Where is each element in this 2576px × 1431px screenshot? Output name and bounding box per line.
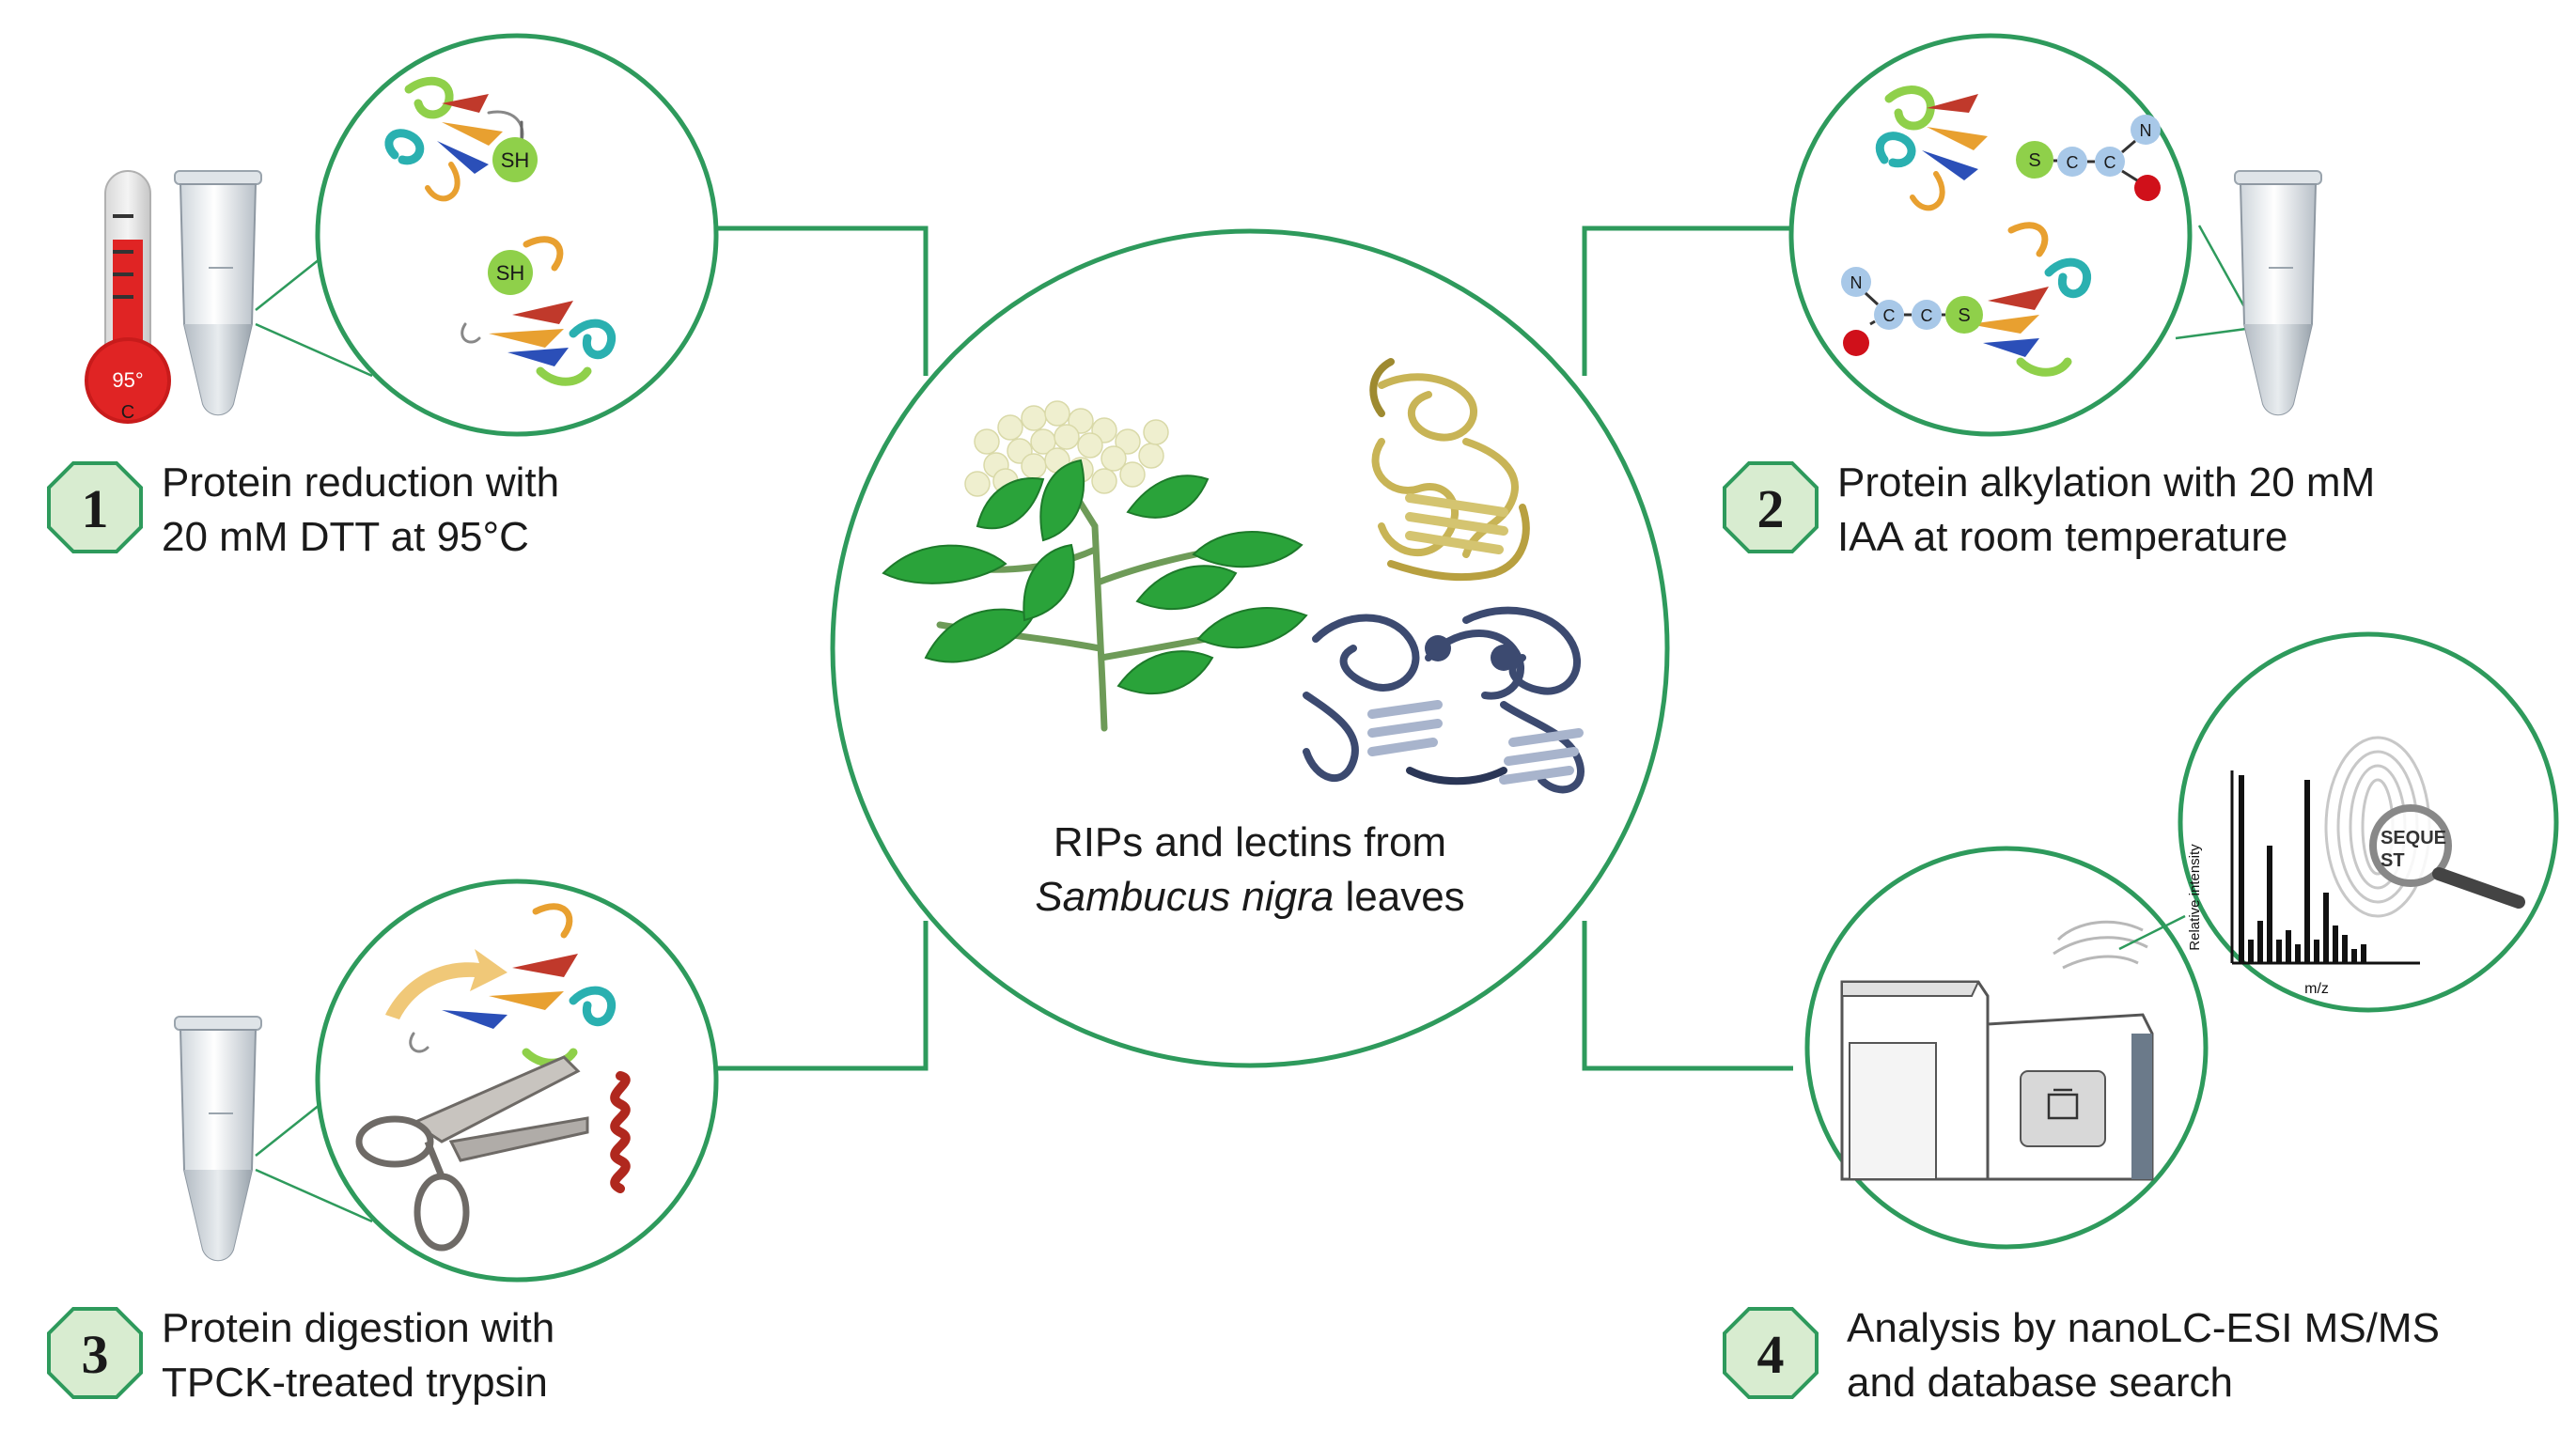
- atom-label: C: [2067, 153, 2079, 172]
- step1-protein-top: [384, 76, 524, 202]
- spectrum-zoom-circle: [2178, 631, 2559, 1013]
- atom-label: N: [1850, 273, 1863, 292]
- step2-protein-bottom: [1969, 222, 2092, 377]
- step1-label-line2: 20 mM DTT at 95°C: [162, 514, 529, 560]
- center-caption-line2: Sambucus nigra leaves: [996, 870, 1504, 925]
- peptide-fragment: [610, 1071, 631, 1193]
- step4-label-line1: Analysis by nanoLC-ESI MS/MS: [1847, 1305, 2440, 1351]
- magnifier-text: ST: [2381, 850, 2405, 871]
- connector-lines: [716, 226, 1793, 1071]
- leaf: [1135, 565, 1238, 610]
- eppendorf-tube-step2: [2234, 170, 2322, 416]
- atom-label: N: [2140, 121, 2152, 140]
- rip-protein-structure: [1369, 358, 1530, 582]
- sh-label-bottom: SH: [496, 261, 525, 285]
- atom-label: C: [1921, 306, 1933, 325]
- connector-step1: [716, 226, 929, 376]
- sh-label-top: SH: [501, 148, 530, 172]
- step2-protein-top: [1875, 86, 1988, 211]
- thermometer-unit: C: [121, 402, 134, 423]
- atom-label: C: [1883, 306, 1896, 325]
- leaf: [976, 477, 1045, 530]
- step3-label-line1: Protein digestion with: [162, 1305, 555, 1351]
- zoom-lines-step4: [2118, 914, 2186, 951]
- sh-group-top: [492, 137, 538, 182]
- instrument-logo-icon: [2047, 1088, 2079, 1120]
- step1-label-line1: Protein reduction with: [162, 459, 560, 506]
- cleavage-arrow-icon: [385, 949, 507, 1019]
- step4-label: Analysis by nanoLC-ESI MS/MS and databas…: [1847, 1301, 2440, 1410]
- spectrum-y-label: Relative intensity: [2187, 844, 2203, 951]
- step1-badge: 1: [47, 461, 143, 553]
- step2-label: Protein alkylation with 20 mM IAA at roo…: [1837, 456, 2375, 565]
- connector-step2: [1582, 226, 1793, 376]
- leaf: [1116, 650, 1214, 694]
- mass-spectrum-chart: Relative intensity m/z: [2187, 770, 2420, 997]
- step3-label: Protein digestion with TPCK-treated tryp…: [162, 1301, 554, 1410]
- step3-protein: [409, 903, 617, 1067]
- step4-number: 4: [1757, 1324, 1785, 1385]
- step3-badge: 3: [47, 1307, 143, 1399]
- step1-number: 1: [82, 478, 109, 539]
- step2-zoom-circle: [1788, 33, 2193, 437]
- step4-label-line2: and database search: [1847, 1360, 2233, 1406]
- leaf: [1196, 607, 1308, 649]
- species-name: Sambucus nigra: [1035, 874, 1335, 920]
- thermometer: 95° C: [85, 170, 171, 424]
- magnifier-text: SEQUE: [2381, 828, 2446, 848]
- connector-step4: [1582, 921, 1793, 1071]
- alkyl-chain-top: S C C N: [2016, 115, 2161, 201]
- center-caption-rest: leaves: [1334, 874, 1465, 920]
- eppendorf-tube-step1: [174, 170, 262, 416]
- mass-spectrometer-instrument: [1840, 920, 2154, 1181]
- step2-number: 2: [1757, 478, 1785, 539]
- spectrum-x-label: m/z: [2304, 981, 2329, 997]
- step3-label-line2: TPCK-treated trypsin: [162, 1360, 548, 1406]
- leaf: [882, 544, 1007, 584]
- leaf: [1023, 543, 1075, 622]
- zoom-lines-step2: [2175, 225, 2248, 340]
- step3-number: 3: [82, 1324, 109, 1385]
- thermometer-value: 95°: [112, 368, 143, 392]
- atom-label: C: [2104, 153, 2116, 172]
- step2-label-line2: IAA at room temperature: [1837, 514, 2288, 560]
- fingerprint-swirl: [2053, 920, 2148, 970]
- step2-label-line1: Protein alkylation with 20 mM: [1837, 459, 2376, 506]
- magnifying-glass-icon: SEQUE ST: [2369, 804, 2525, 909]
- step1-protein-bottom: [461, 236, 617, 386]
- scissors-icon: [355, 1055, 589, 1252]
- step1-zoom-circle: [315, 33, 719, 437]
- center-caption: RIPs and lectins from Sambucus nigra lea…: [996, 816, 1504, 925]
- leaf: [1039, 459, 1085, 542]
- elder-branch-illustration: [882, 400, 1308, 732]
- step1-label: Protein reduction with 20 mM DTT at 95°C: [162, 456, 559, 565]
- step4-badge: 4: [1723, 1307, 1819, 1399]
- leaf: [1126, 474, 1210, 519]
- sh-group-bottom: [488, 250, 533, 295]
- alkyl-chain-bottom: N C C S: [1841, 267, 1983, 356]
- leaf: [1192, 531, 1304, 568]
- lectin-protein-structure: [1303, 606, 1585, 794]
- center-caption-line1: RIPs and lectins from: [1053, 819, 1447, 865]
- atom-label: S: [2028, 150, 2040, 171]
- step2-badge: 2: [1723, 461, 1819, 553]
- connector-step3: [716, 921, 929, 1071]
- atom-label: S: [1958, 305, 1970, 326]
- eppendorf-tube-step3: [174, 1016, 262, 1262]
